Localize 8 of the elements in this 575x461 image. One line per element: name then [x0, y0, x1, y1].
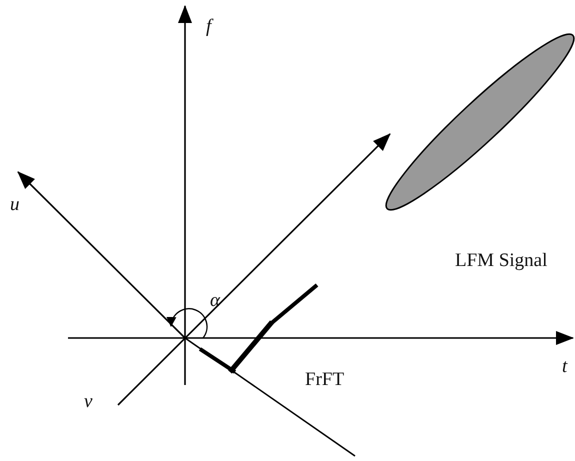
signal-label: LFM Signal [455, 250, 548, 272]
signal-ellipse [385, 33, 575, 211]
axis-label: t [562, 356, 568, 378]
axis-label: v [84, 391, 92, 413]
angle-label: α [210, 290, 220, 312]
transform-label: FrFT [305, 369, 344, 391]
axis-label: f [206, 16, 212, 38]
axis-label: u [10, 194, 20, 216]
